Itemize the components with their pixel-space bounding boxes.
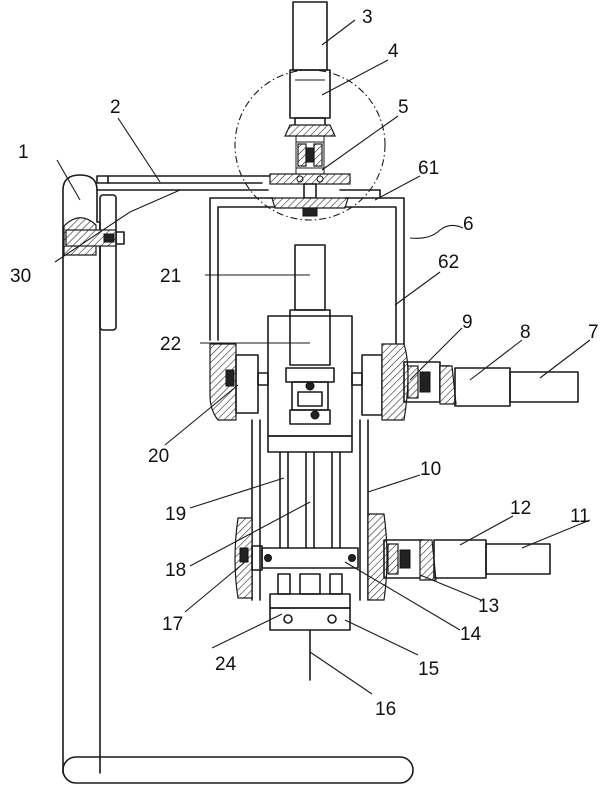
label-62: 62 — [438, 252, 459, 273]
label-22: 22 — [160, 334, 181, 355]
label-24: 24 — [215, 654, 237, 675]
label-4: 4 — [388, 41, 399, 62]
label-30: 30 — [10, 266, 31, 287]
reference-numerals: 1 2 3 4 5 61 6 30 21 62 22 9 8 7 20 10 1… — [10, 7, 599, 720]
label-12: 12 — [510, 498, 531, 519]
label-16: 16 — [375, 699, 396, 720]
center-column — [268, 245, 352, 436]
label-10: 10 — [420, 459, 441, 480]
top-motor — [290, 2, 330, 126]
label-61: 61 — [418, 158, 439, 179]
lower-drive — [235, 514, 550, 600]
label-14: 14 — [460, 624, 482, 645]
leader-lines — [55, 20, 590, 694]
bottom-block — [270, 574, 350, 680]
lower-frame — [252, 420, 368, 600]
label-18: 18 — [165, 560, 186, 581]
right-drive-upper — [352, 344, 578, 420]
label-9: 9 — [462, 312, 473, 333]
label-7: 7 — [588, 322, 599, 343]
label-8: 8 — [520, 322, 531, 343]
label-21: 21 — [160, 266, 181, 287]
label-15: 15 — [418, 659, 439, 680]
label-5: 5 — [398, 97, 409, 118]
label-6: 6 — [463, 214, 474, 235]
left-flange — [210, 344, 268, 420]
label-3: 3 — [362, 7, 373, 28]
label-13: 13 — [478, 596, 499, 617]
label-17: 17 — [162, 614, 183, 635]
label-1: 1 — [18, 142, 29, 163]
label-2: 2 — [110, 97, 121, 118]
label-20: 20 — [148, 446, 169, 467]
label-11: 11 — [570, 506, 590, 527]
label-19: 19 — [165, 504, 186, 525]
